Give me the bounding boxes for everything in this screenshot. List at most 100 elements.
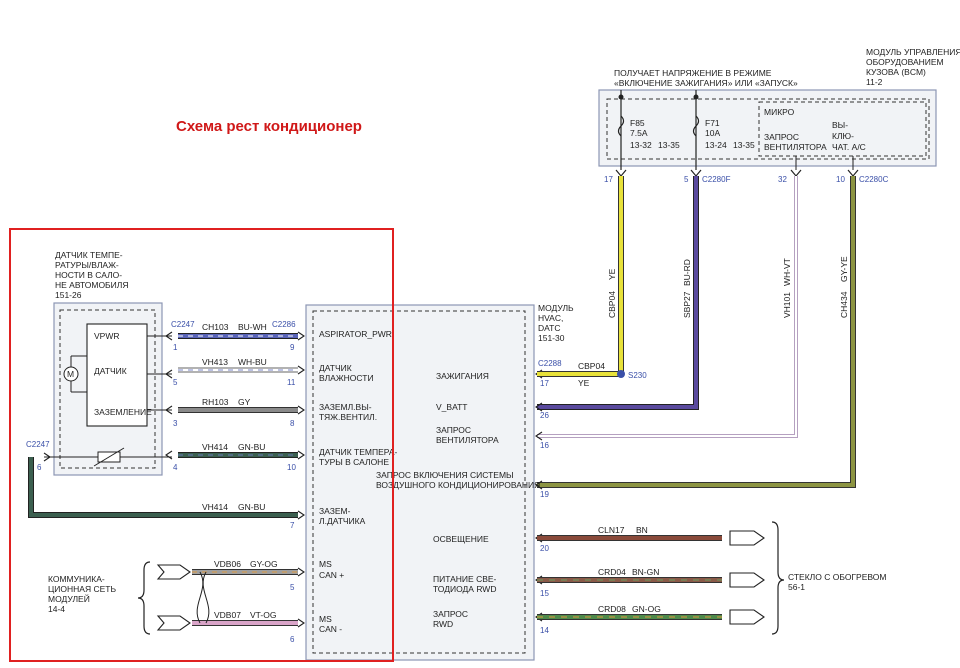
- hvac-right-label-16a: ЗАПРОС: [436, 425, 471, 435]
- bcm-ac-off-2: КЛЮ-: [832, 131, 854, 141]
- comm-network-label-2: ЦИОННАЯ СЕТЬ: [48, 584, 116, 594]
- bcm-header-1: МОДУЛЬ УПРАВЛЕНИЯ: [866, 47, 960, 57]
- wire-ch434-circuit: CH434: [839, 291, 849, 318]
- hvac-pin-16: 16: [540, 441, 549, 450]
- wire-vh414-a-color: GN-BU: [238, 442, 265, 452]
- hvac-label-1: МОДУЛЬ: [538, 303, 574, 313]
- sensor-pin-3: 3: [173, 419, 178, 428]
- fuse2-loc-b: 13-35: [733, 140, 755, 150]
- hvac-left-label-6a: MS: [319, 614, 332, 624]
- connector-c2286: C2286: [272, 320, 296, 329]
- hvac-left-label-8a: ЗАЗЕМЛ.ВЫ-: [319, 402, 372, 412]
- wire-ch434-color: GY-YE: [839, 256, 849, 282]
- wire-sbp27-circuit: SBP27: [682, 291, 692, 318]
- hvac-left-label-6b: CAN -: [319, 624, 342, 634]
- bcm-header-2: ОБОРУДОВАНИЕМ: [866, 57, 944, 67]
- hvac-pin-7: 7: [290, 521, 295, 530]
- hvac-left-label-11a: ДАТЧИК: [319, 363, 352, 373]
- sensor-pin-4: 4: [173, 463, 178, 472]
- heated-glass-label-2: 56-1: [788, 582, 805, 592]
- sensor-label-3: НОСТИ В САЛО-: [55, 270, 122, 280]
- connector-out-icon: [729, 530, 765, 546]
- hvac-right-label-19a: ЗАПРОС ВКЛЮЧЕНИЯ СИСТЕМЫ: [376, 470, 514, 480]
- hvac-pin-17: 17: [540, 379, 549, 388]
- hvac-pin-14: 14: [540, 626, 549, 635]
- wire-cbp04-short-color: YE: [578, 378, 590, 388]
- sensor-pin-1: 1: [173, 343, 178, 352]
- hvac-right-label-17: ЗАЖИГАНИЯ: [436, 371, 489, 381]
- hvac-left-label-5b: CAN +: [319, 570, 344, 580]
- bcm-micro-label: МИКРО: [764, 107, 795, 117]
- hvac-pin-9: 9: [290, 343, 295, 352]
- hvac-pin-26: 26: [540, 411, 549, 420]
- sensor-vpwr: VPWR: [94, 331, 120, 341]
- bcm-pin-10: 10: [836, 175, 845, 184]
- highlight-frame: [9, 228, 394, 662]
- bcm-micro-box: [758, 101, 927, 157]
- cabin-sensor: ДАТЧИК ТЕМПЕ- РАТУРЫ/ВЛАЖ- НОСТИ В САЛО-…: [26, 250, 195, 476]
- bcm-pin-17: 17: [604, 175, 613, 184]
- hvac-pin-6: 6: [290, 635, 295, 644]
- bcm-module: МОДУЛЬ УПРАВЛЕНИЯ ОБОРУДОВАНИЕМ КУЗОВА (…: [598, 47, 960, 184]
- connector-c2247-b: C2247: [26, 440, 50, 449]
- wire-vh101-circuit: VH101: [782, 292, 792, 318]
- wire-crd08-circuit: CRD08: [598, 604, 626, 614]
- can-connector-icon: [156, 564, 191, 580]
- wire-crd08-color: GN-OG: [632, 604, 661, 614]
- wire-cln17-color: BN: [636, 525, 648, 535]
- hvac-pin-8: 8: [290, 419, 295, 428]
- wire-vh413-color: WH-BU: [238, 357, 267, 367]
- motor-label: M: [67, 369, 74, 379]
- wire-vh414-b-circuit: VH414: [202, 502, 228, 512]
- vertical-wires: CBP04 YE SBP27 BU-RD VH101 WH-VT CH434 G…: [537, 176, 856, 488]
- bcm-power-note-2: «ВКЛЮЧЕНИЕ ЗАЖИГАНИЯ» ИЛИ «ЗАПУСК»: [614, 78, 798, 88]
- hvac-inner-box: [312, 310, 526, 654]
- connector-c2280f: C2280F: [702, 175, 731, 184]
- wire-rh103-circuit: RH103: [202, 397, 229, 407]
- fuse-f71-icon: [692, 115, 700, 137]
- wire-vh101-color: WH-VT: [782, 258, 792, 286]
- hvac-label-2: HVAC,: [538, 313, 563, 323]
- fuse1-loc-a: 13-32: [630, 140, 652, 150]
- can-connector-icon: [156, 615, 191, 631]
- bcm-power-note-1: ПОЛУЧАЕТ НАПРЯЖЕНИЕ В РЕЖИМЕ: [614, 68, 772, 78]
- fuse2-rating: 10A: [705, 128, 720, 138]
- hvac-box: [305, 304, 535, 661]
- bcm-pin-5: 5: [684, 175, 689, 184]
- wire-vdb07-color: VT-OG: [250, 610, 276, 620]
- wire-cln17-circuit: CLN17: [598, 525, 625, 535]
- wire-ch434: [537, 176, 855, 487]
- hvac-left-label-7a: ЗАЗЕМ-: [319, 506, 351, 516]
- comm-network-label-4: 14-4: [48, 604, 65, 614]
- fuse1-name: F85: [630, 118, 645, 128]
- hvac-pin-19: 19: [540, 490, 549, 499]
- hvac-left-label-10b: ТУРЫ В САЛОНЕ: [319, 457, 389, 467]
- bcm-ac-off-1: ВЫ-: [832, 120, 848, 130]
- sensor-label-1: ДАТЧИК ТЕМПЕ-: [55, 250, 123, 260]
- hvac-left-label-8b: ТЯЖ.ВЕНТИЛ.: [319, 412, 377, 422]
- wire-crd04-circuit: CRD04: [598, 567, 626, 577]
- hvac-label-4: 151-30: [538, 333, 565, 343]
- hvac-pin-20: 20: [540, 544, 549, 553]
- hvac-left-label-5a: MS: [319, 559, 332, 569]
- bcm-inner-box: [606, 98, 930, 160]
- hvac-right-label-15a: ПИТАНИЕ СВЕ-: [433, 574, 497, 584]
- fuse1-rating: 7.5A: [630, 128, 648, 138]
- hvac-right-label-26: V_BATT: [436, 402, 468, 412]
- connector-c2280c: C2280C: [859, 175, 889, 184]
- hvac-pin-10: 10: [287, 463, 296, 472]
- comm-network-brace: [137, 561, 151, 635]
- wire-sbp27: [537, 176, 698, 409]
- bcm-header-3: КУЗОВА (BCM): [866, 67, 926, 77]
- bcm-fan-request-2: ВЕНТИЛЯТОРА: [764, 142, 827, 152]
- hvac-right-label-15b: ТОДИОДА RWD: [433, 584, 496, 594]
- hvac-left-label-7b: Л.ДАТЧИКА: [319, 516, 366, 526]
- hvac-right-label-14a: ЗАПРОС: [433, 609, 468, 619]
- hvac-left-label-11b: ВЛАЖНОСТИ: [319, 373, 374, 383]
- hvac-right-label-20: ОСВЕЩЕНИЕ: [433, 534, 489, 544]
- diagram-title: Схема рест кондиционер: [176, 118, 362, 135]
- sensor-ground: ЗАЗЕМЛЕНИЕ: [94, 407, 152, 417]
- wire-sbp27-color: BU-RD: [682, 259, 692, 286]
- fuse2-name: F71: [705, 118, 720, 128]
- sensor-label-2: РАТУРЫ/ВЛАЖ-: [55, 260, 119, 270]
